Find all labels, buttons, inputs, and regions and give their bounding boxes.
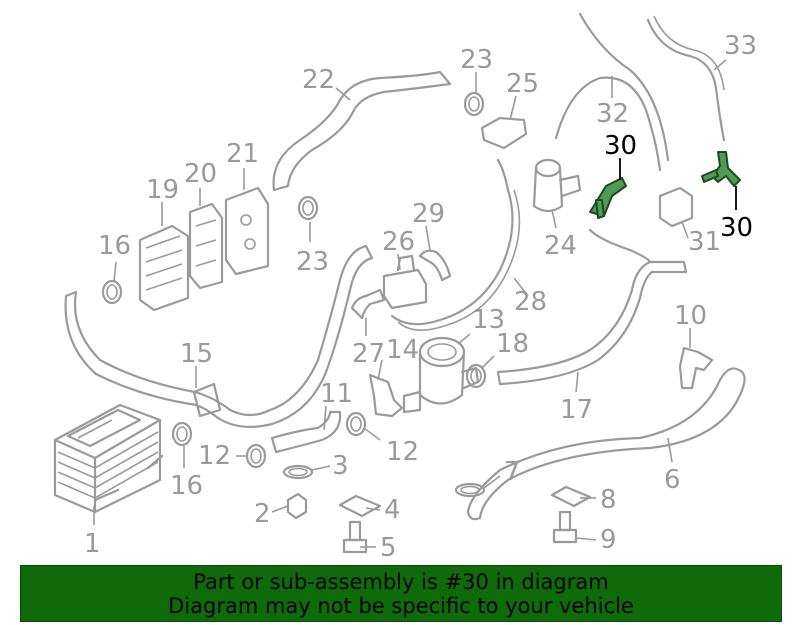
part-1-oil-cooler[interactable] [53,403,164,514]
callout-5: 5 [380,533,397,560]
callout-31: 31 [688,227,721,257]
callout-24: 24 [544,231,577,261]
part-4-bracket[interactable] [338,494,382,518]
part-31-valve[interactable] [658,186,694,228]
callout-4: 4 [384,495,401,525]
banner-line-2: Diagram may not be specific to your vehi… [168,593,634,618]
callout-30-right: 30 [720,213,753,243]
part-2-fitting[interactable] [286,492,308,520]
part-12-clamp-b[interactable] [345,411,367,437]
callout-12-right: 12 [386,437,419,467]
part-15-hose[interactable] [64,244,374,429]
callout-13: 13 [472,305,505,335]
part-21-housing[interactable] [224,186,270,276]
callout-9: 9 [600,525,617,555]
callout-27: 27 [352,339,385,369]
part-28-pipe[interactable] [390,158,521,331]
part-33-hose[interactable] [646,15,726,142]
part-16-clamp-b[interactable] [171,421,193,447]
callout-30-left: 30 [604,131,637,161]
banner-line-1: Part or sub-assembly is #30 in diagram [193,569,609,594]
callout-12-left: 12 [198,441,231,471]
part-25-bracket[interactable] [480,116,528,150]
part-16-clamp-a[interactable] [101,279,123,305]
callout-28: 28 [514,287,547,317]
callout-20: 20 [184,159,217,189]
callout-8: 8 [600,485,617,515]
callout-16-top: 16 [98,231,131,261]
callout-3: 3 [332,451,349,481]
part-8-bracket[interactable] [550,485,592,508]
part-32-hose[interactable] [554,12,670,172]
part-3-gasket[interactable] [282,464,314,480]
callout-23-top: 23 [460,45,493,75]
callout-14: 14 [386,335,419,365]
callout-18: 18 [496,329,529,359]
part-30-connector-right[interactable] [701,151,741,187]
part-23-clamp-a[interactable] [463,91,485,117]
callout-10: 10 [674,301,707,331]
part-5-bolt[interactable] [342,520,368,554]
callout-26: 26 [382,227,415,257]
callout-1: 1 [84,529,101,559]
parts-diagram: 1 2 3 4 5 6 7 8 9 10 11 12 12 13 14 15 1… [53,12,757,560]
part-30-hose-left[interactable] [589,177,627,219]
callout-22: 22 [302,65,335,95]
leader-lines [93,59,727,548]
part-19-filter-housing[interactable] [138,224,190,312]
part-12-clamp-a[interactable] [245,443,267,469]
part-24-valve[interactable] [532,158,582,213]
callout-19: 19 [146,175,179,205]
callout-33: 33 [724,31,757,61]
callout-11: 11 [320,379,353,409]
callout-17: 17 [560,395,593,425]
callout-23-bottom: 23 [296,247,329,277]
info-banner: Part or sub-assembly is #30 in diagram D… [20,565,782,622]
part-20-gasket-plate[interactable] [188,202,224,290]
part-23-clamp-b[interactable] [297,195,319,221]
callout-32: 32 [596,99,629,129]
part-18-clamp[interactable] [465,363,487,389]
part-6-hose[interactable] [466,367,746,521]
part-9-bolt[interactable] [552,510,578,544]
callout-6: 6 [664,465,681,495]
callout-7: 7 [504,457,521,487]
callout-29: 29 [412,199,445,229]
part-11-hose[interactable] [270,410,342,454]
part-29-hose[interactable] [418,249,452,282]
part-27-hose[interactable] [350,288,386,320]
part-22-hose[interactable] [272,70,452,192]
part-26-valve[interactable] [382,254,428,310]
part-14-bracket[interactable] [368,373,404,418]
part-17-hose[interactable] [496,228,688,386]
callout-labels: 1 2 3 4 5 6 7 8 9 10 11 12 12 13 14 15 1… [84,31,757,560]
callout-21: 21 [226,139,259,169]
callout-25: 25 [506,69,539,99]
part-10-bracket[interactable] [678,346,714,390]
callout-15: 15 [180,339,213,369]
callout-16-bottom: 16 [170,471,203,501]
highlight-leader-lines [619,158,737,210]
callout-2: 2 [254,499,271,529]
part-7-gasket[interactable] [454,482,486,498]
